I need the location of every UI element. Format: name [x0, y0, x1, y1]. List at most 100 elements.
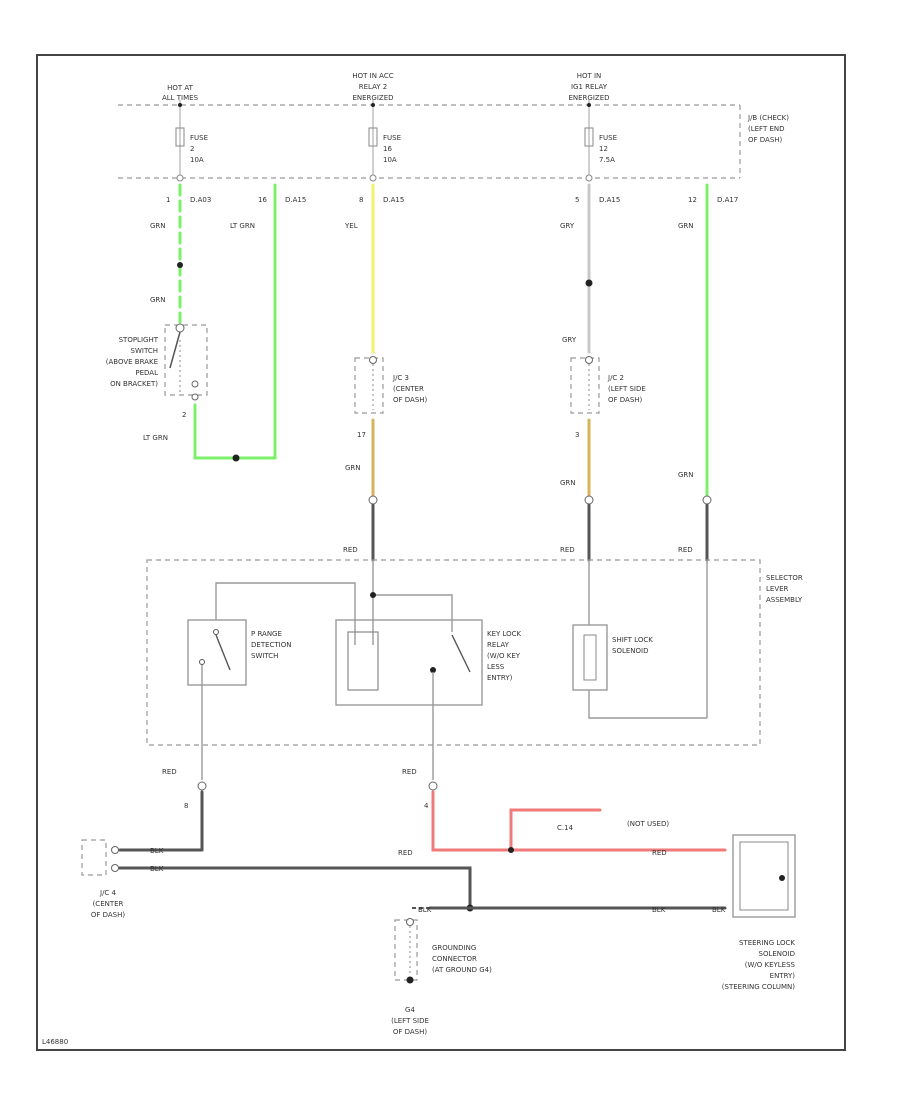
label-wire-red-a: RED: [343, 546, 358, 554]
label-keylock-5: ENTRY): [487, 674, 513, 682]
wire-red-prange: [118, 685, 207, 852]
label-pin-16: 16: [258, 196, 267, 204]
label-wire-ltgrn-bottom: LT GRN: [143, 434, 168, 442]
label-selector-2: LEVER: [766, 585, 789, 593]
label-ground-2: CONNECTOR: [432, 955, 477, 963]
label-fuse-a-2: 2: [190, 145, 194, 153]
label-ground-1: GROUNDING: [432, 944, 476, 952]
label-wire-red-b: RED: [560, 546, 575, 554]
label-keylock-2: RELAY: [487, 641, 510, 649]
label-hot-relay-1: HOT IN ACC: [352, 72, 393, 80]
label-wire-red-e: RED: [402, 768, 417, 776]
label-wire-gry-mid: GRY: [562, 336, 577, 344]
label-wire-yel: YEL: [344, 222, 358, 230]
label-pin-8: 8: [359, 196, 363, 204]
jc3-connector: [354, 356, 384, 414]
label-jb-2: (LEFT END: [748, 125, 785, 133]
label-jc3-2: (CENTER: [393, 385, 424, 393]
label-wire-grn-top: GRN: [150, 222, 166, 230]
label-fuse-a-1: FUSE: [190, 134, 208, 142]
label-conn-c14: C.14: [557, 824, 574, 832]
label-hot-at-2: ALL TIMES: [162, 94, 199, 102]
jc2-connector: [570, 356, 600, 414]
label-hot-relay-2: RELAY 2: [359, 83, 388, 91]
label-group: HOT AT ALL TIMES HOT IN ACC RELAY 2 ENER…: [42, 72, 803, 1046]
wire-tan-b: [584, 418, 594, 505]
fuse-c: [584, 100, 594, 182]
label-pin-5: 5: [575, 196, 579, 204]
label-fuse-b-1: FUSE: [383, 134, 401, 142]
label-jb-3: OF DASH): [748, 136, 783, 144]
label-pin-1: 1: [166, 196, 170, 204]
label-wire-grn-b: GRN: [560, 479, 576, 487]
label-conn-16: D.A15: [285, 196, 306, 204]
label-jc4-1: J/C 4: [99, 889, 117, 897]
label-g4-3: OF DASH): [393, 1028, 428, 1036]
label-wire-blk-c: BLK: [418, 906, 432, 914]
label-wire-red-g: RED: [652, 849, 667, 857]
junction-block-outline: [118, 104, 741, 179]
label-jc2-3: OF DASH): [608, 396, 643, 404]
label-jc2-1: J/C 2: [607, 374, 624, 382]
label-pin-8b: 8: [184, 802, 188, 810]
label-pin-2: 2: [182, 411, 186, 419]
label-fuse-b-3: 10A: [383, 156, 397, 164]
wire-gry: [585, 183, 593, 354]
label-stoplight-3: (ABOVE BRAKE: [106, 358, 158, 366]
label-steering-5: (STEERING COLUMN): [722, 983, 795, 991]
label-hot-at-1: HOT AT: [167, 84, 194, 92]
wire-ltgrn-loop: [193, 183, 277, 462]
label-jc3-1: J/C 3: [392, 374, 409, 382]
label-wire-grn-right: GRN: [678, 222, 694, 230]
label-steering-1: STEERING LOCK: [739, 939, 795, 947]
label-pin-4: 4: [424, 802, 429, 810]
fuse-a: [175, 100, 185, 182]
label-not-used: (NOT USED): [627, 820, 669, 828]
p-range-detection-switch: [187, 582, 356, 686]
label-conn-12: D.A17: [717, 196, 738, 204]
label-wire-ltgrn-top: LT GRN: [230, 222, 255, 230]
label-hot-ig-2: IG1 RELAY: [571, 83, 608, 91]
label-ground-3: (AT GROUND G4): [432, 966, 492, 974]
label-pin-17: 17: [357, 431, 366, 439]
label-steering-3: (W/O KEYLESS: [745, 961, 796, 969]
selector-lever-assembly-outline: [146, 559, 761, 746]
wire-tan-a: [368, 418, 378, 505]
label-keylock-3: (W/O KEY: [487, 652, 521, 660]
shift-lock-solenoid: [572, 624, 707, 719]
label-g4-1: G4: [405, 1006, 415, 1014]
wire-grn-right: [702, 183, 712, 718]
label-conn-1: D.A03: [190, 196, 211, 204]
label-wire-red-c: RED: [678, 546, 693, 554]
key-lock-relay: [335, 592, 483, 706]
label-keylock-4: LESS: [487, 663, 505, 671]
label-stoplight-1: STOPLIGHT: [119, 336, 159, 344]
label-prange-2: DETECTION: [251, 641, 292, 649]
label-keylock-1: KEY LOCK: [487, 630, 522, 638]
wire-blk-main: [118, 866, 727, 912]
fuse-b: [368, 100, 378, 182]
label-wire-blk-a: BLK: [150, 847, 164, 855]
label-selector-3: ASSEMBLY: [766, 596, 803, 604]
label-fuse-c-1: FUSE: [599, 134, 617, 142]
label-jb-1: J/B (CHECK): [747, 114, 789, 122]
stoplight-switch: [164, 323, 208, 401]
label-stoplight-4: PEDAL: [135, 369, 158, 377]
wire-grn-stoplight: [177, 183, 183, 324]
label-wire-grn-c: GRN: [678, 471, 694, 479]
label-wire-blk-e: BLK: [712, 906, 726, 914]
label-steering-4: ENTRY): [770, 972, 796, 980]
label-stoplight-5: ON BRACKET): [110, 380, 158, 388]
label-pin-12: 12: [688, 196, 697, 204]
label-wire-grn-mid: GRN: [150, 296, 166, 304]
label-shiftlock-1: SHIFT LOCK: [612, 636, 653, 644]
label-fuse-a-3: 10A: [190, 156, 204, 164]
wire-red-steering: [428, 672, 727, 853]
label-g4-2: (LEFT SIDE: [391, 1017, 429, 1025]
label-footer-code: L46880: [42, 1038, 68, 1046]
grounding-connector: [394, 918, 418, 984]
label-fuse-b-2: 16: [383, 145, 392, 153]
label-fuse-c-2: 12: [599, 145, 608, 153]
label-prange-3: SWITCH: [251, 652, 278, 660]
